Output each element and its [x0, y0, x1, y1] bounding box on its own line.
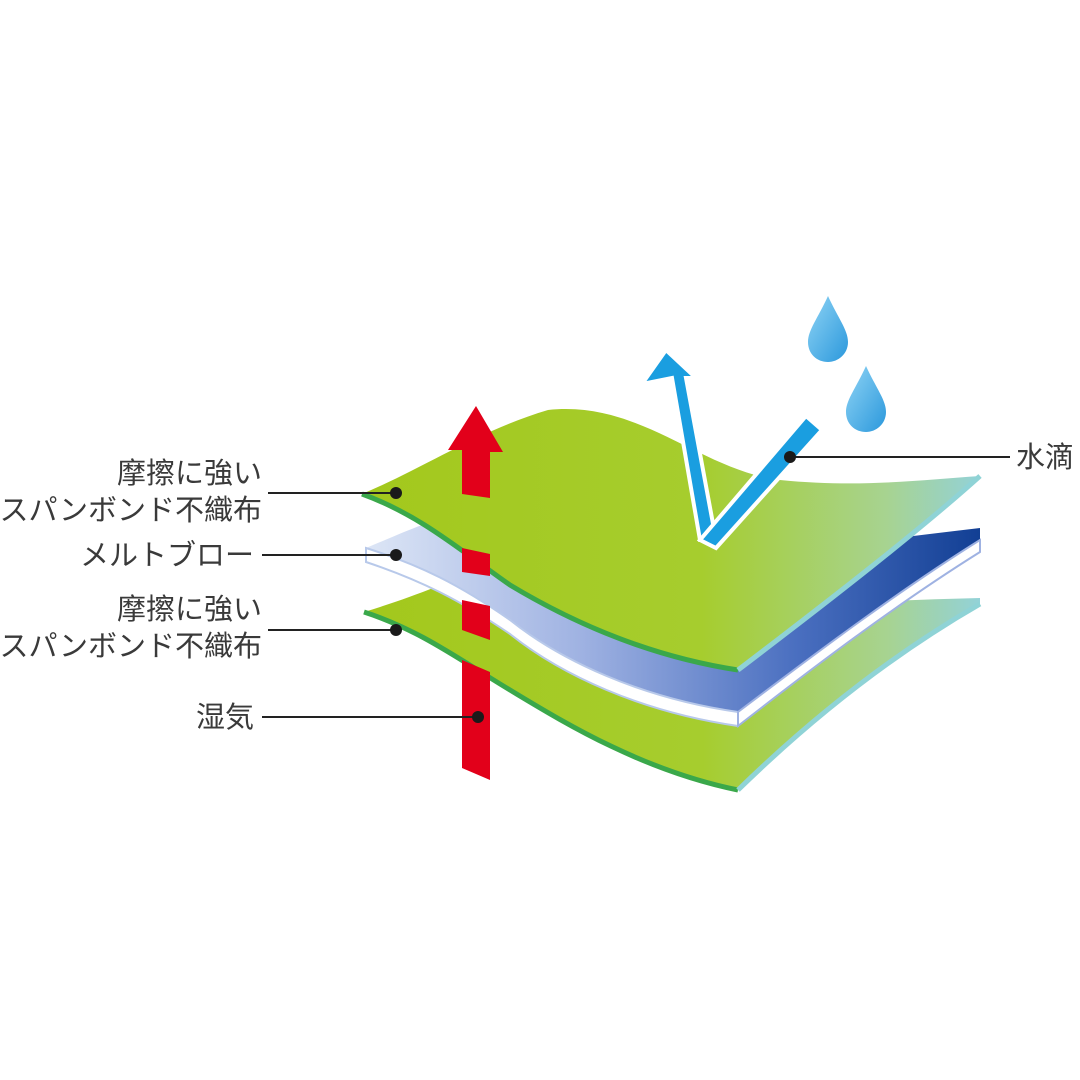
label-moisture: 湿気 [196, 700, 254, 734]
leader-meltblown [262, 549, 402, 561]
top-spunbond-surface [362, 409, 980, 670]
top-spunbond-edge [361, 491, 739, 673]
label-top-spunbond-line2: スパンボンド不織布 [0, 493, 262, 527]
label-meltblown: メルトブロー [80, 538, 254, 572]
top-spunbond-side-edge [736, 474, 982, 672]
label-bottom-spunbond-line1: 摩擦に強い [117, 592, 262, 626]
meltblown-side-edge [737, 538, 981, 729]
label-top-spunbond-line1: 摩擦に強い [117, 456, 262, 490]
leader-moisture [262, 711, 484, 723]
water-drop-icon [808, 296, 886, 432]
moisture-arrow-icon [448, 406, 503, 780]
leader-top-spunbond [268, 487, 402, 499]
label-bottom-spunbond-line2: スパンボンド不織布 [0, 629, 262, 663]
bottom-spunbond-edge [363, 609, 739, 793]
water-arrow-icon [637, 346, 825, 551]
bottom-spunbond-side-edge [736, 601, 982, 792]
top-spunbond-layer [361, 409, 982, 673]
label-water-drop: 水滴 [1016, 440, 1074, 474]
leader-bottom-spunbond [268, 624, 402, 636]
leader-water-drop [784, 451, 1010, 463]
